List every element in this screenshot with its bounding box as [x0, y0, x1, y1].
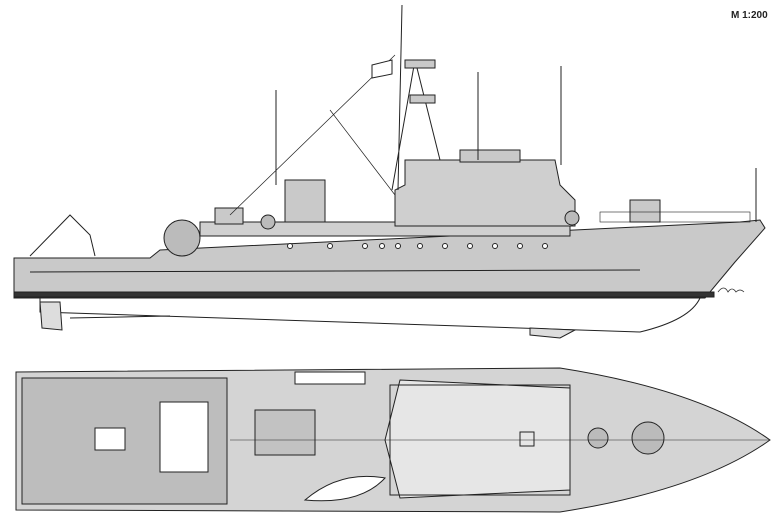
rigging	[229, 54, 396, 216]
funnel	[284, 179, 326, 223]
flag	[371, 59, 393, 79]
rafts	[294, 371, 366, 385]
bridge-top	[459, 149, 521, 163]
bridge	[394, 159, 576, 227]
hatch	[159, 401, 209, 473]
crane	[29, 214, 96, 257]
side-elevation	[13, 4, 766, 339]
gun-turret-fwd	[629, 199, 661, 223]
bridge-roof	[384, 379, 571, 499]
rudder	[39, 301, 63, 331]
gun-mount-plan	[631, 421, 665, 455]
mast-platform-2	[409, 94, 436, 104]
winch-plan	[587, 427, 609, 449]
portholes	[287, 243, 548, 249]
funnel-plan	[254, 409, 316, 456]
mast-platform	[404, 59, 436, 69]
gun-turret-aft	[214, 207, 244, 225]
rub-rail	[29, 269, 641, 273]
hull	[13, 219, 766, 299]
winch	[564, 210, 580, 226]
cable-reel	[163, 219, 201, 257]
keel-fin	[529, 327, 577, 339]
scale-label: M 1:200	[731, 10, 768, 21]
waterline-stripe	[13, 291, 715, 298]
propeller-shaft	[69, 315, 171, 319]
winch-aft	[260, 214, 276, 230]
boat	[303, 475, 386, 502]
plan-view	[15, 367, 771, 513]
underwater-hull	[39, 297, 701, 333]
hatch-2	[94, 427, 126, 451]
railing	[599, 211, 751, 223]
hatch-3	[519, 431, 535, 447]
signature	[717, 287, 745, 293]
